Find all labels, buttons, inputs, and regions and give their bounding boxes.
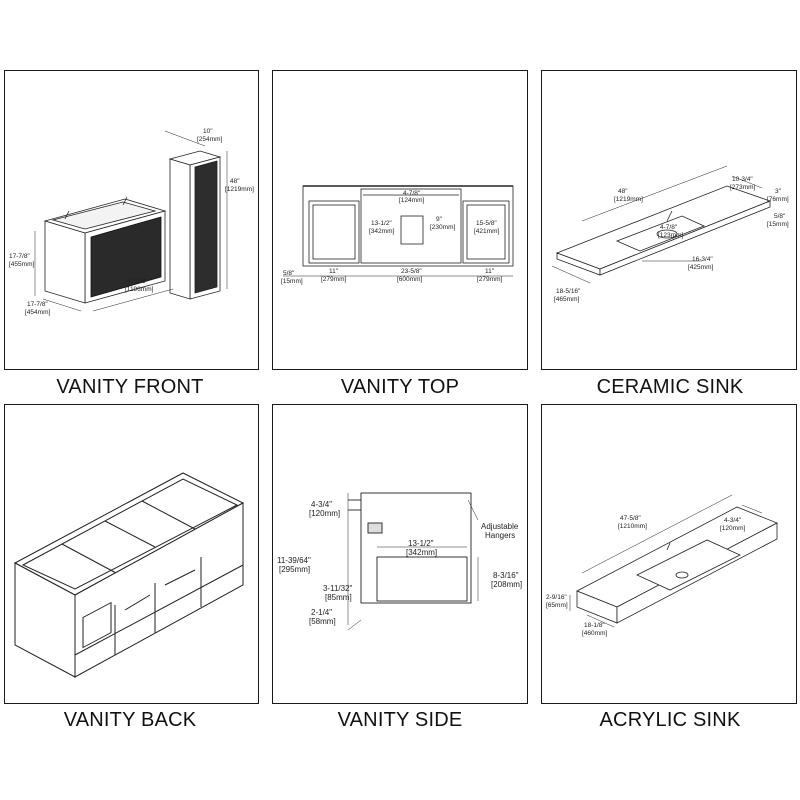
cs-length: 48" <box>618 188 628 195</box>
vt-right-width: 11" <box>485 268 495 275</box>
vt-top-center-mm: [124mm] <box>399 197 424 204</box>
cs-depth-mm: [465mm] <box>554 296 579 303</box>
panel-vanity-back <box>4 404 259 704</box>
vf-height-left-mm: [455mm] <box>9 261 34 268</box>
cs-length-mm: [1219mm] <box>614 196 643 203</box>
cs-depth-back: 10-3/4" <box>732 176 753 183</box>
vf-depth-left-mm: [454mm] <box>25 309 50 316</box>
panel-vanity-side: 4-3/4" [120mm] 13-1/2" [342mm] Adjustabl… <box>272 404 528 704</box>
vf-depth-left: 17-7/8" <box>27 301 48 308</box>
vs-hangers-line1: Adjustable <box>481 522 519 531</box>
vs-top-gap: 4-3/4" <box>311 500 332 509</box>
vt-mid-height: 13-1/2" <box>371 220 392 227</box>
vt-top-center: 4-7/8" <box>403 190 421 197</box>
as-depth-mm: [460mm] <box>582 630 607 637</box>
vt-right-height-mm: [421mm] <box>474 228 499 235</box>
vt-left-width: 11" <box>329 268 339 275</box>
vs-base-mm: [58mm] <box>309 617 336 626</box>
vanity-back-drawing <box>13 472 245 678</box>
vt-left-width-mm: [279mm] <box>321 276 346 283</box>
caption-acrylic-sink: ACRYLIC SINK <box>599 709 741 731</box>
vt-center-width-mm: [600mm] <box>397 276 422 283</box>
ceramic-sink-drawing: 48" [1219mm] 10-3/4" [273mm] 3" [76mm] 5… <box>551 165 789 303</box>
as-bowl-depth-mm: [120mm] <box>720 525 745 532</box>
vf-depth-top: 10" <box>203 128 213 135</box>
cs-depth-back-mm: [273mm] <box>730 184 755 191</box>
cs-depth: 18-5/16" <box>556 288 581 295</box>
cs-thickness: 5/8" <box>774 213 786 220</box>
vs-bottom-gap-mm: [85mm] <box>325 593 352 602</box>
caption-vanity-front: VANITY FRONT <box>56 376 204 398</box>
vs-top-gap-mm: [120mm] <box>309 509 340 518</box>
cs-thickness-mm: [15mm] <box>767 221 789 228</box>
as-depth: 18-1/8" <box>584 622 605 629</box>
panel-vanity-front: 10" [254mm] 48" [1219mm] 17-7/8" [455mm]… <box>4 70 259 370</box>
vanity-top-drawing: 4-7/8" [124mm] 13-1/2" [342mm] 9" [230mm… <box>281 185 514 285</box>
caption-vanity-side: VANITY SIDE <box>337 709 463 731</box>
vf-depth-top-mm: [254mm] <box>197 136 222 143</box>
vt-center-width: 23-5/8" <box>401 268 422 275</box>
vt-mid-height-mm: [342mm] <box>369 228 394 235</box>
as-thickness: 2-9/16" <box>546 594 567 601</box>
vs-hangers-line2: Hangers <box>485 531 515 540</box>
vt-inner-height: 9" <box>436 216 443 223</box>
caption-vanity-back: VANITY BACK <box>63 709 197 731</box>
vt-inner-height-mm: [230mm] <box>430 224 455 231</box>
vs-base: 2-1/4" <box>311 608 332 617</box>
panel-vanity-top: 4-7/8" [124mm] 13-1/2" [342mm] 9" [230mm… <box>272 70 528 370</box>
cs-backsplash: 3" <box>775 188 782 195</box>
vanity-front-drawing: 10" [254mm] 48" [1219mm] 17-7/8" [455mm]… <box>9 128 254 316</box>
vf-height-tall-mm: [1219mm] <box>225 186 254 193</box>
as-length: 47-5/8" <box>620 515 641 522</box>
vf-width-mm: [1196mm] <box>125 286 154 293</box>
vf-height-tall: 48" <box>230 178 240 185</box>
panel-ceramic-sink: 48" [1219mm] 10-3/4" [273mm] 3" [76mm] 5… <box>541 70 797 370</box>
vt-left-offset: 5/8" <box>283 270 295 277</box>
vs-bottom-gap: 3-11/32" <box>323 584 353 593</box>
cs-bowl-depth-mm: [123mm] <box>658 232 683 239</box>
vs-drawer-width: 13-1/2" <box>408 539 434 548</box>
caption-vanity-top: VANITY TOP <box>340 376 460 398</box>
as-length-mm: [1210mm] <box>618 523 647 530</box>
vf-height-left: 17-7/8" <box>9 253 30 260</box>
vt-right-height: 15-5/8" <box>476 220 497 227</box>
vt-left-offset-mm: [15mm] <box>281 278 303 285</box>
cs-bowl-width: 16-3/4" <box>692 256 713 263</box>
vs-height: 11-39/64" <box>277 556 311 565</box>
cs-bowl-width-mm: [425mm] <box>688 264 713 271</box>
vs-drawer-width-mm: [342mm] <box>406 548 437 557</box>
cs-backsplash-mm: [76mm] <box>767 196 789 203</box>
vf-width: 47-1/8" <box>127 278 148 285</box>
panel-acrylic-sink: 47-5/8" [1210mm] 4-3/4" [120mm] 2-9/16" … <box>541 404 797 704</box>
vs-height-mm: [295mm] <box>279 565 310 574</box>
vanity-side-drawing: 4-3/4" [120mm] 13-1/2" [342mm] Adjustabl… <box>277 492 522 631</box>
as-thickness-mm: [65mm] <box>546 602 568 609</box>
as-bowl-depth: 4-3/4" <box>724 517 742 524</box>
cs-bowl-depth: 4-7/8" <box>660 224 678 231</box>
vt-right-width-mm: [279mm] <box>477 276 502 283</box>
caption-ceramic-sink: CERAMIC SINK <box>596 376 744 398</box>
vs-drawer-height-mm: [208mm] <box>491 580 522 589</box>
vs-drawer-height: 8-3/16" <box>493 571 519 580</box>
acrylic-sink-drawing: 47-5/8" [1210mm] 4-3/4" [120mm] 2-9/16" … <box>546 494 778 637</box>
